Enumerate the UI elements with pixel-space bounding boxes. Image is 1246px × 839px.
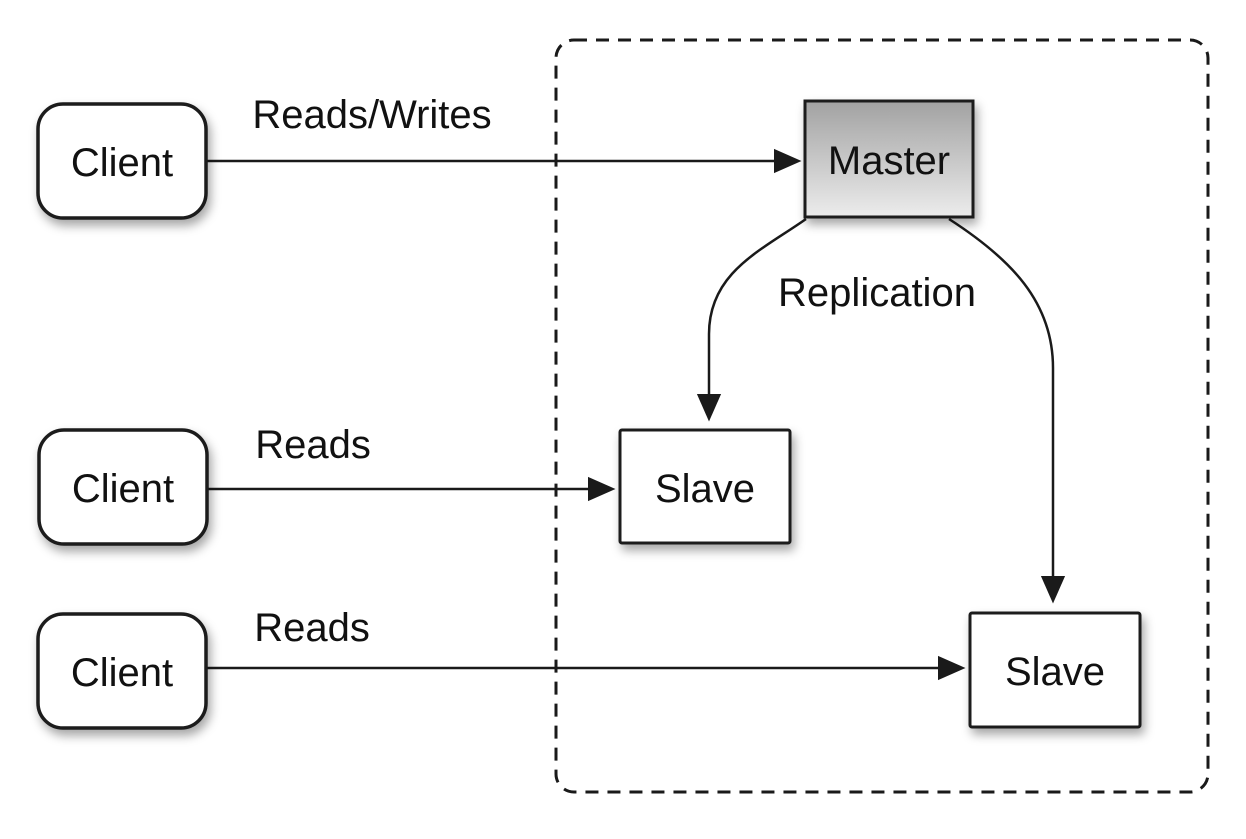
client2-label: Client xyxy=(72,467,174,511)
client3-box xyxy=(36,612,208,730)
edge-label-reads-bottom: Reads xyxy=(254,606,370,650)
edge-master-to-slave2-replication xyxy=(948,217,1066,604)
slave2-box xyxy=(968,611,1142,729)
edge-label-reads-writes: Reads/Writes xyxy=(252,93,491,137)
client1-label: Client xyxy=(71,141,173,185)
node-slave-1: Slave xyxy=(618,428,792,545)
client2-box xyxy=(37,428,209,546)
master-box xyxy=(803,99,975,219)
slave2-label: Slave xyxy=(1005,650,1105,694)
slave1-box xyxy=(618,428,792,545)
edge-master-to-slave1-replication xyxy=(696,217,807,422)
client3-label: Client xyxy=(71,651,173,695)
master-label: Master xyxy=(828,139,950,183)
slave1-label: Slave xyxy=(655,467,755,511)
node-client-3: Client xyxy=(36,612,208,730)
node-master: Master xyxy=(803,99,975,219)
replication-cluster-boundary xyxy=(554,38,1210,794)
edge-label-replication: Replication xyxy=(778,271,976,315)
node-client-2: Client xyxy=(37,428,209,546)
node-slave-2: Slave xyxy=(968,611,1142,729)
node-client-1: Client xyxy=(36,102,208,220)
edge-label-reads-mid: Reads xyxy=(255,423,371,467)
client1-box xyxy=(36,102,208,220)
